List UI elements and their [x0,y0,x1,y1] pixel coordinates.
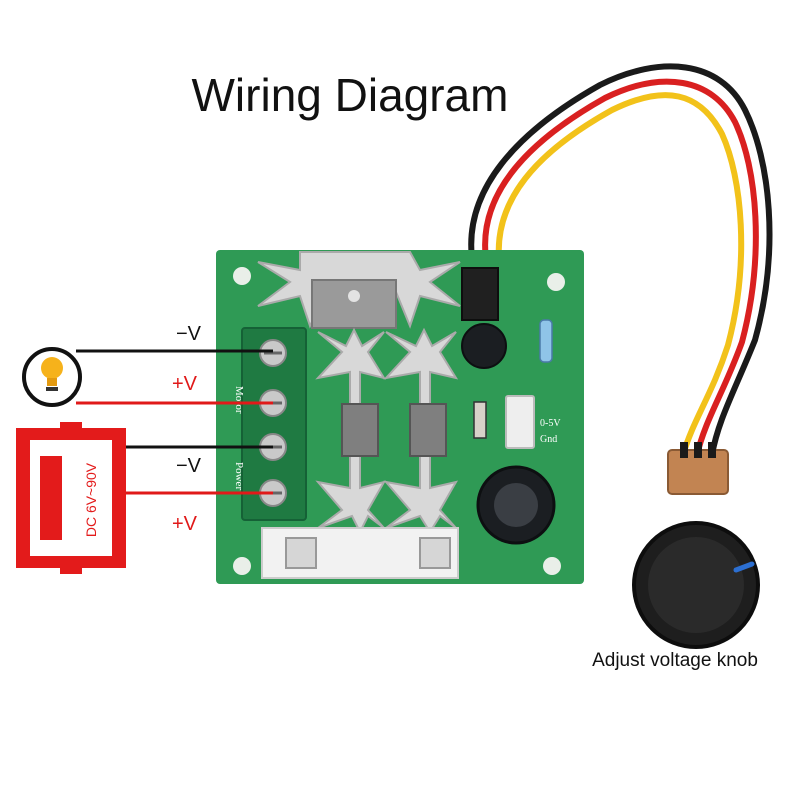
diode [473,401,487,439]
external-wires [76,349,273,495]
power-negative-label: −V [176,455,202,477]
motor-negative-label: −V [176,323,202,345]
dc-supply: DC 6V~90V [16,422,126,574]
signal-connector [505,395,535,449]
top-heatsink [257,251,461,329]
pcb-board: Motor Power 0-5V Gnd [216,250,584,584]
supply-voltage-label: DC 6V~90V [83,462,99,537]
ic-chip [461,267,499,321]
fuse-holder [261,527,459,579]
potentiometer-cable [468,63,773,456]
motor-positive-label: +V [172,373,198,395]
motor-silk-label: Motor [233,386,245,414]
resistor [539,319,553,363]
diagram-title: Wiring Diagram [191,69,509,121]
power-silk-label: Power [233,462,245,490]
potentiometer [632,442,760,649]
vertical-heatsinks [315,327,459,535]
knob-caption: Adjust voltage knob [592,650,758,671]
light-bulb-icon [22,347,82,407]
power-positive-label: +V [172,513,198,535]
signal-silk-label: 0-5V [540,418,561,429]
lightning-bolt-icon [112,484,126,508]
gnd-silk-label: Gnd [540,434,557,445]
knob-pointer [733,561,755,573]
small-capacitor [461,323,507,369]
